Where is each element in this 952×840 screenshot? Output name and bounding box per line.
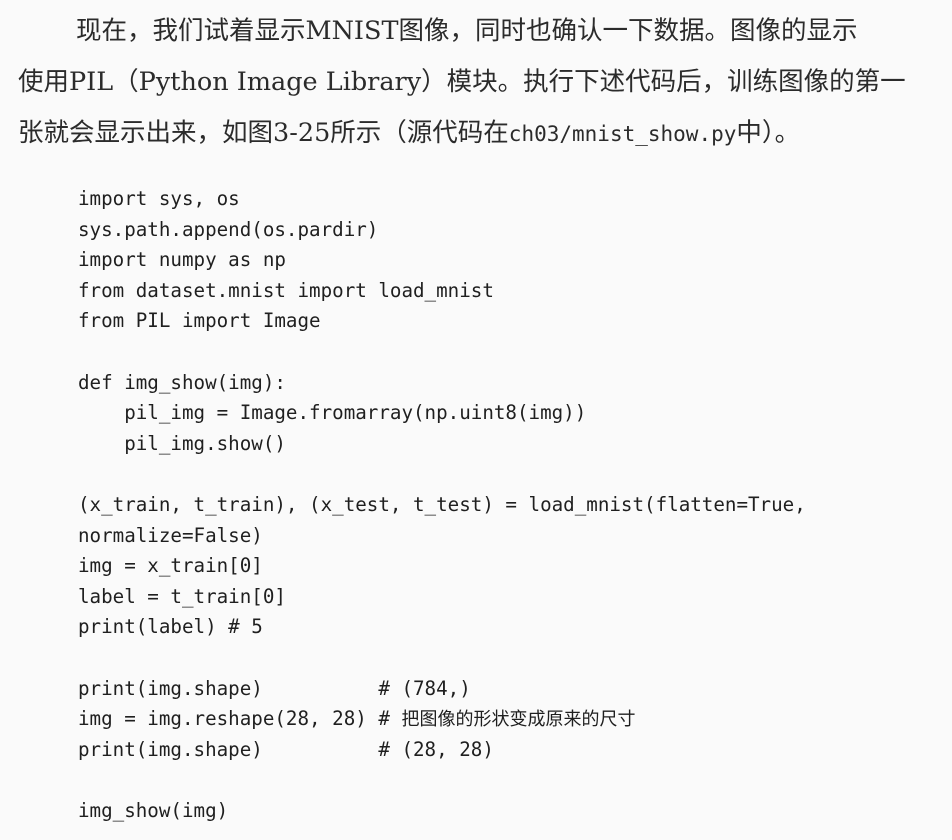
code-line: label = t_train[0] (78, 584, 286, 608)
code-line: img = x_train[0] (78, 554, 263, 578)
code-line: img_show(img) (78, 798, 229, 822)
code-line: import sys, os (78, 187, 240, 210)
source-file-path: ch03/mnist_show.py (508, 122, 737, 146)
code-line: pil_img.show() (78, 431, 286, 455)
code-line-blank (78, 459, 938, 490)
paragraph-line-3: 张就会显示出来，如图3-25所示（源代码在ch03/mnist_show.py中… (18, 108, 942, 159)
code-line-blank (78, 643, 938, 674)
code-line: from dataset.mnist import load_mnist (78, 278, 494, 302)
intro-paragraph: 现在，我们试着显示MNIST图像，同时也确认一下数据。图像的显示 使用PIL（P… (18, 6, 942, 159)
code-line: from PIL import Image (78, 309, 321, 333)
code-line: print(label) # 5 (78, 615, 263, 639)
code-line: def img_show(img): (78, 370, 286, 394)
code-line: import numpy as np (78, 248, 286, 272)
paragraph-line-3-text: 张就会显示出来，如图3-25所示（源代码在 (18, 118, 509, 148)
code-block: import sys, os sys.path.append(os.pardir… (78, 184, 938, 826)
paragraph-line-1: 现在，我们试着显示MNIST图像，同时也确认一下数据。图像的显示 (76, 16, 858, 46)
code-line: pil_img = Image.fromarray(np.uint8(img)) (78, 401, 587, 425)
paragraph-line-3-end: 中）。 (736, 118, 801, 148)
code-line: sys.path.append(os.pardir) (78, 217, 379, 241)
code-line: normalize=False) (78, 523, 263, 547)
code-comment: 把图像的形状变成原来的尺寸 (401, 709, 636, 731)
code-line-blank (78, 337, 938, 368)
code-line: print(img.shape) # (28, 28) (78, 737, 494, 761)
code-line: (x_train, t_train), (x_test, t_test) = l… (78, 492, 806, 516)
code-text: img = img.reshape(28, 28) # (78, 707, 402, 731)
code-line-with-comment: img = img.reshape(28, 28) # 把图像的形状变成原来的尺… (78, 704, 938, 735)
paragraph-line-2: 使用PIL（Python Image Library）模块。执行下述代码后，训练… (18, 67, 906, 97)
code-line: print(img.shape) # (784,) (78, 676, 471, 700)
code-line-blank (78, 765, 938, 796)
